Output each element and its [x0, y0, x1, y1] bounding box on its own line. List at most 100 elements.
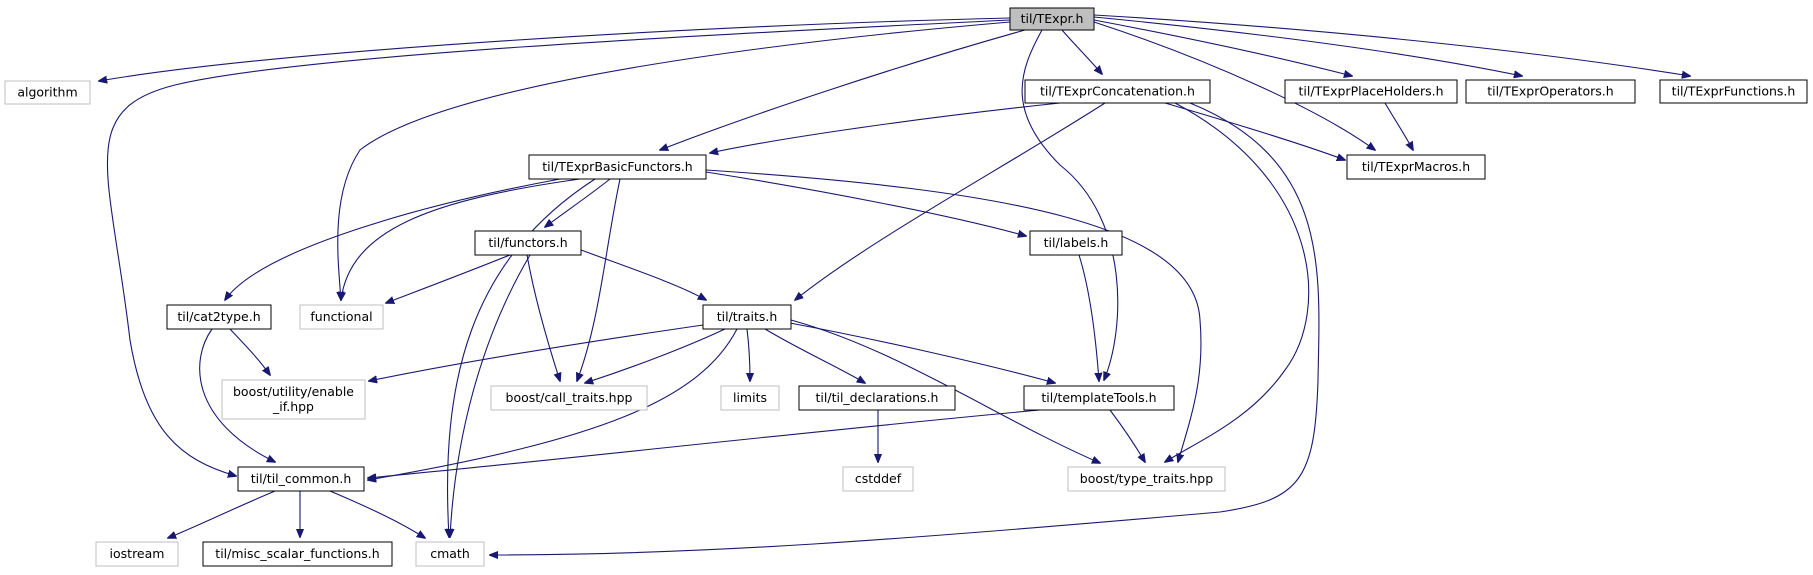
- node-label-algorithm: algorithm: [17, 84, 77, 99]
- node-texpr[interactable]: til/TExpr.h: [1009, 7, 1095, 31]
- node-box-call_traits: [490, 385, 648, 411]
- edge-texpr-to-til_common: [106, 19, 1011, 476]
- node-til_decl[interactable]: til/til_declarations.h: [798, 385, 956, 411]
- edge-basic-to-functors: [545, 178, 611, 227]
- edge-traits-to-limits: [747, 328, 750, 381]
- edge-basic-to-cmath: [448, 178, 596, 537]
- edge-traits-to-til_common: [368, 328, 738, 480]
- node-box-labels: [1029, 230, 1123, 256]
- edge-texpr-to-concat: [1061, 29, 1102, 74]
- edge-traits-to-call_traits: [585, 328, 726, 383]
- node-box-functions: [1659, 79, 1808, 104]
- node-operators[interactable]: til/TExprOperators.h: [1465, 79, 1636, 104]
- node-box-misc: [202, 541, 393, 567]
- node-box-functors: [474, 230, 582, 256]
- node-label-type_traits: boost/type_traits.hpp: [1080, 471, 1213, 486]
- node-functors[interactable]: til/functors.h: [474, 230, 582, 256]
- edge-template_tools-to-type_traits: [1109, 409, 1145, 462]
- node-cstddef: cstddef: [842, 466, 914, 492]
- edge-basic-to-cat2type: [225, 178, 561, 300]
- node-label-macros: til/TExprMacros.h: [1362, 159, 1470, 174]
- node-label-functions: til/TExprFunctions.h: [1672, 83, 1796, 98]
- node-label-template_tools: til/templateTools.h: [1041, 390, 1156, 405]
- node-box-operators: [1465, 79, 1636, 104]
- edge-texpr-to-functional: [338, 21, 1011, 300]
- node-label-placeholders: til/TExprPlaceHolders.h: [1299, 83, 1444, 98]
- node-misc[interactable]: til/misc_scalar_functions.h: [202, 541, 393, 567]
- node-label-enable_if-line-1: _if.hpp: [272, 399, 314, 414]
- node-label-functors: til/functors.h: [488, 235, 567, 250]
- node-label-operators: til/TExprOperators.h: [1487, 83, 1613, 98]
- node-labels[interactable]: til/labels.h: [1029, 230, 1123, 256]
- node-box-concat: [1024, 79, 1211, 104]
- node-call_traits: boost/call_traits.hpp: [490, 385, 648, 411]
- node-label-traits: til/traits.h: [717, 309, 778, 324]
- node-box-basic: [528, 154, 707, 180]
- node-label-functional: functional: [310, 309, 372, 324]
- edge-til_common-to-cmath: [329, 490, 425, 538]
- edge-functors-to-cmath: [450, 254, 531, 537]
- node-box-til_decl: [798, 385, 956, 411]
- edges-layer: [99, 14, 1690, 555]
- edge-cat2type-to-til_common: [199, 328, 275, 462]
- edge-concat-to-macros: [1164, 102, 1345, 160]
- node-box-template_tools: [1023, 385, 1175, 411]
- edge-texpr-to-template_tools: [1021, 29, 1119, 380]
- node-functional: functional: [299, 304, 384, 330]
- node-box-type_traits: [1067, 466, 1226, 492]
- node-label-til_decl: til/til_declarations.h: [816, 390, 939, 405]
- nodes-layer: til/TExpr.h algorithm til/TExprConcatenati…: [4, 7, 1808, 567]
- edge-traits-to-template_tools: [789, 322, 1055, 383]
- edge-labels-to-template_tools: [1078, 254, 1099, 381]
- edge-cat2type-to-enable_if: [229, 328, 270, 375]
- node-type_traits: boost/type_traits.hpp: [1067, 466, 1226, 492]
- node-box-functional: [299, 304, 384, 330]
- node-label-texpr: til/TExpr.h: [1021, 11, 1084, 26]
- edge-texpr-to-algorithm: [99, 17, 1011, 81]
- node-functions[interactable]: til/TExprFunctions.h: [1659, 79, 1808, 104]
- node-placeholders[interactable]: til/TExprPlaceHolders.h: [1284, 79, 1458, 104]
- node-algorithm: algorithm: [4, 80, 91, 105]
- node-enable_if: boost/utility/enable_if.hpp: [221, 379, 366, 420]
- edge-traits-to-enable_if: [369, 324, 704, 381]
- node-box-iostream: [95, 541, 179, 567]
- node-box-enable_if: [221, 379, 366, 420]
- node-box-cat2type: [166, 304, 272, 330]
- edge-texpr-to-functions: [1093, 14, 1690, 76]
- node-limits: limits: [720, 385, 780, 411]
- node-label-basic: til/TExprBasicFunctors.h: [542, 159, 692, 174]
- edge-concat-to-type_traits: [1165, 102, 1310, 462]
- node-box-texpr: [1009, 7, 1095, 31]
- edge-placeholders-to-macros: [1384, 102, 1413, 150]
- edge-template_tools-to-til_common: [368, 409, 1041, 478]
- edge-concat-to-traits: [795, 102, 1106, 300]
- node-traits[interactable]: til/traits.h: [702, 304, 792, 330]
- node-template_tools[interactable]: til/templateTools.h: [1023, 385, 1175, 411]
- node-box-cmath: [415, 541, 485, 567]
- edge-functors-to-functional: [386, 254, 511, 303]
- node-box-algorithm: [4, 80, 91, 105]
- node-macros[interactable]: til/TExprMacros.h: [1346, 154, 1486, 180]
- node-label-cat2type: til/cat2type.h: [177, 309, 260, 324]
- edge-basic-to-labels: [705, 171, 1026, 236]
- edge-texpr-to-placeholders: [1093, 19, 1352, 76]
- node-box-traits: [702, 304, 792, 330]
- edge-basic-to-type_traits: [705, 169, 1202, 462]
- node-til_common[interactable]: til/til_common.h: [237, 466, 365, 492]
- node-label-cstddef: cstddef: [855, 471, 902, 486]
- edge-texpr-to-operators: [1093, 16, 1522, 76]
- node-concat[interactable]: til/TExprConcatenation.h: [1024, 79, 1211, 104]
- node-label-concat: til/TExprConcatenation.h: [1040, 83, 1195, 98]
- node-label-limits: limits: [733, 390, 767, 405]
- node-label-misc: til/misc_scalar_functions.h: [215, 546, 379, 561]
- node-basic[interactable]: til/TExprBasicFunctors.h: [528, 154, 707, 180]
- node-label-enable_if-line-0: boost/utility/enable: [233, 384, 354, 399]
- node-box-placeholders: [1284, 79, 1458, 104]
- edge-traits-to-til_decl: [764, 328, 865, 383]
- edge-texpr-to-macros: [1093, 21, 1375, 150]
- node-box-cstddef: [842, 466, 914, 492]
- node-label-til_common: til/til_common.h: [251, 471, 352, 486]
- node-label-call_traits: boost/call_traits.hpp: [506, 390, 633, 405]
- node-cat2type[interactable]: til/cat2type.h: [166, 304, 272, 330]
